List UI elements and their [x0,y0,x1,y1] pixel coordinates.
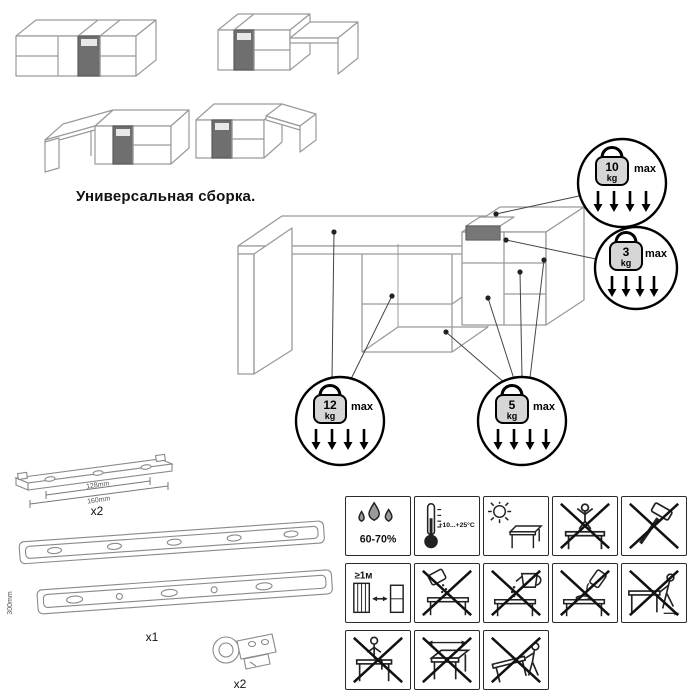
drawer-rail-short [13,453,175,491]
weight-unit: kg [621,258,632,268]
care-temperature: +10...+25°C [414,496,480,556]
corner-cabinet-drawing [44,109,190,173]
weight-badge-12kg: 12 kg max [294,375,386,467]
max-label: max [634,163,657,175]
care-sunlight [483,496,549,556]
thermometer-icon [424,502,442,549]
weight-badge-5kg: 5 kg max [476,375,568,467]
dim-label-160: 160mm [87,495,111,505]
humidity-label: 60-70% [360,533,397,545]
temperature-label: +10...+25°C [439,521,475,529]
cabinet-drawing [217,13,359,75]
care-no-abrasives [414,563,480,623]
callout-dots [331,211,547,335]
max-label: max [533,401,556,413]
assembly-title: Универсальная сборка. [76,188,256,205]
weight-unit: kg [607,173,618,183]
care-no-moving-assembled [414,630,480,690]
weight-badge-10kg: 10 kg max [576,137,668,229]
care-heat-distance: ≥1м [345,563,411,623]
weight-value: 12 [323,398,337,412]
count-rail-short: x2 [91,504,104,518]
care-no-sitting [345,630,411,690]
care-no-solvents [552,563,618,623]
dim-label-300: 300mm [7,591,14,615]
care-no-jumping [552,496,618,556]
weight-unit: kg [325,411,336,421]
care-no-hot-liquids [483,563,549,623]
weight-unit: kg [507,411,518,421]
assembly-variant-4 [195,103,317,159]
dim-label-128: 128mm [86,480,110,490]
assembly-variant-3 [44,109,190,173]
cabinet-drawing [15,19,157,77]
no-drag-icon [628,573,680,616]
dimension-lines [29,477,169,508]
max-label: max [351,401,374,413]
assembly-variant-2 [217,13,359,75]
callout-lines [331,195,597,385]
care-icons-grid: 60-70% +10...+25°C [345,496,687,690]
desk-drawing [237,206,585,375]
humidity-icon [358,501,393,523]
corner-cabinet-drawing [195,103,317,159]
weight-value: 3 [623,245,630,259]
heat-distance-icon [353,582,404,614]
weight-badge-3kg: 3 kg max [593,225,679,311]
no-sit-icon [355,636,393,682]
care-no-dragging [621,563,687,623]
care-no-hammer [621,496,687,556]
max-label: max [645,248,668,260]
assembly-variant-1 [15,19,157,77]
weight-value: 10 [605,160,619,174]
weight-value: 5 [509,398,516,412]
count-hinge: x2 [234,677,247,691]
sunlight-icon [487,501,543,549]
hinge-drawing [212,633,277,670]
count-rail-long: x1 [146,630,159,644]
hardware-illustration: 128mm 160mm x2 300mm x1 [7,453,333,691]
care-no-tilting [483,630,549,690]
min-distance-label: ≥1м [355,571,373,582]
drawer-slide-long [18,520,333,615]
care-humidity: 60-70% [345,496,411,556]
